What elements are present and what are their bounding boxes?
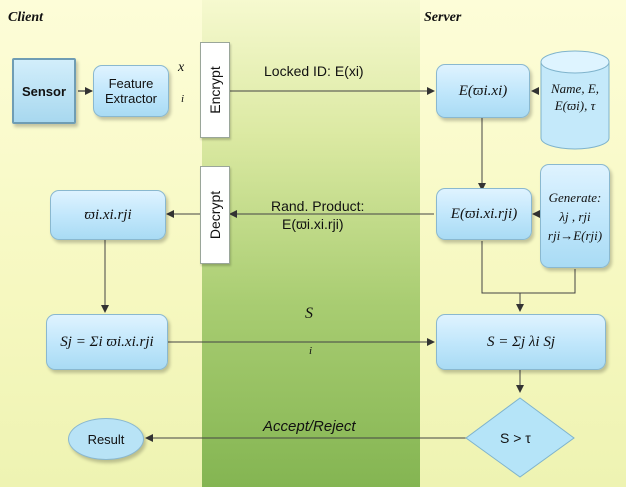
feature-extractor-line-1: Feature — [108, 76, 154, 91]
encrypt-label: Encrypt — [207, 66, 223, 114]
accept-reject-label: Accept/Reject — [263, 418, 356, 435]
database-label: Name, E, E(ϖi), τ — [550, 81, 600, 113]
arrow-merge-to-sum — [481, 241, 520, 294]
generate-line-2: rji→E(rji) — [547, 227, 603, 243]
s-i-subscript: i — [309, 345, 313, 357]
decision-label: S > τ — [500, 430, 531, 446]
decision-diamond — [465, 397, 575, 478]
client-header: Client — [8, 10, 44, 25]
server-sum-box: S = Σj λi Sj — [436, 314, 606, 370]
result-label: Result — [87, 431, 125, 447]
client-product-label: ϖi.xi.rji — [84, 206, 132, 223]
database-icon — [540, 50, 610, 150]
server-enc-label: E(ϖi.xi) — [458, 82, 508, 99]
generate-line-1: λj , rji — [559, 208, 591, 224]
encrypt-box: Encrypt — [200, 42, 230, 138]
rand-product-label: Rand. Product: — [271, 198, 365, 214]
server-header: Server — [424, 10, 462, 25]
rand-product-expr: E(ϖi.xi.rji) — [282, 216, 344, 232]
generate-box: Generate: λj , rji rji→E(rji) — [540, 164, 610, 268]
locked-id-label: Locked ID: E(xi) — [264, 63, 364, 79]
server-enc-rand-label: E(ϖi.xi.rji) — [450, 205, 518, 222]
client-product-box: ϖi.xi.rji — [50, 190, 166, 240]
channel-band — [202, 0, 420, 487]
generate-title: Generate: — [548, 189, 602, 205]
result-oval: Result — [68, 418, 144, 460]
sensor-label: Sensor — [21, 83, 67, 99]
client-sum-label: Sj = Σi ϖi.xi.rji — [60, 333, 154, 350]
database-cylinder: Name, E, E(ϖi), τ — [540, 50, 610, 150]
server-enc-box: E(ϖi.xi) — [436, 64, 530, 118]
decrypt-label: Decrypt — [207, 190, 223, 240]
server-sum-label: S = Σj λi Sj — [486, 333, 556, 350]
feature-extractor-line-2: Extractor — [104, 91, 157, 106]
client-sum-box: Sj = Σi ϖi.xi.rji — [46, 314, 168, 370]
decrypt-box: Decrypt — [200, 166, 230, 264]
server-enc-rand-box: E(ϖi.xi.rji) — [436, 188, 532, 240]
s-i-label: S — [305, 305, 313, 322]
x-subscript: i — [181, 93, 185, 105]
feature-extractor-box: Feature Extractor — [93, 65, 169, 117]
sensor-box: Sensor — [12, 58, 76, 124]
x-label: x — [178, 60, 185, 75]
